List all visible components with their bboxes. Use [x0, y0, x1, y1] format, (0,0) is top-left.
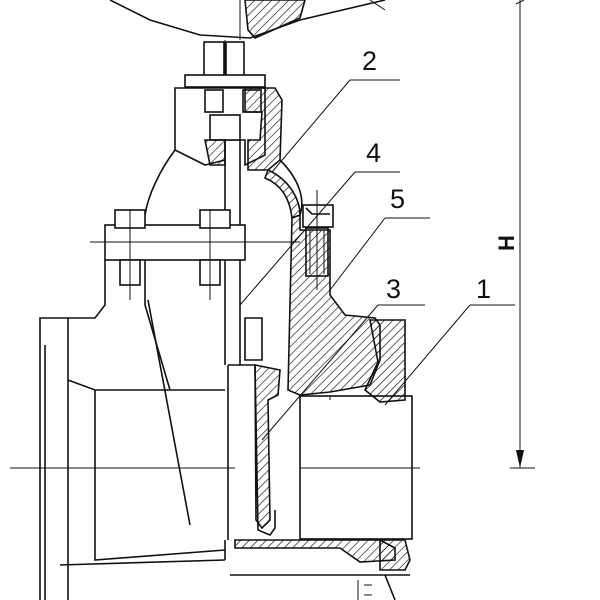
bonnet-flange: [90, 209, 300, 300]
valve-body: [234, 213, 420, 571]
part-label-2: 2: [362, 46, 377, 76]
dimension-label-h: H: [494, 235, 519, 251]
leader-lines: [239, 79, 515, 441]
part-label-3: 3: [386, 274, 401, 304]
part-label-4: 4: [366, 138, 381, 168]
part-label-1: 1: [476, 274, 491, 304]
part-label-5: 5: [390, 184, 405, 214]
dimension-h: H: [494, 0, 535, 469]
bottom-details: [230, 574, 410, 600]
packing-cap: [174, 74, 283, 171]
valve-body-left: [10, 260, 235, 600]
wedge-gate: [227, 317, 281, 540]
handwheel: [109, 0, 386, 40]
